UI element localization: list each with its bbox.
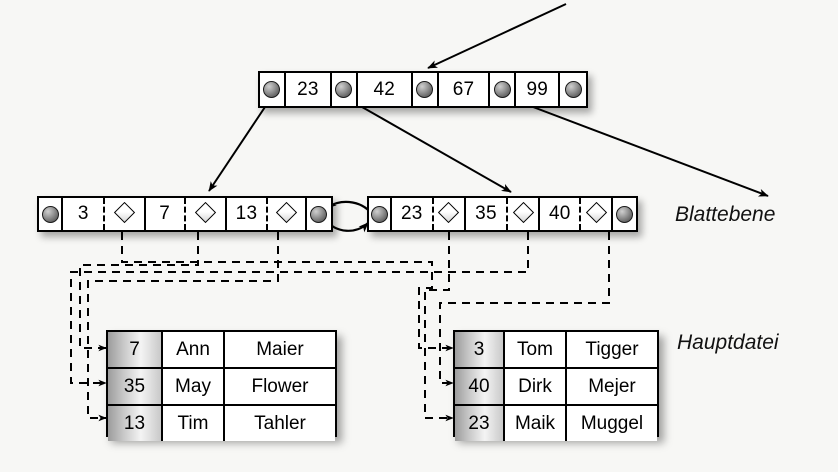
record-key: 7	[108, 332, 163, 367]
leaf-left-next-pointer[interactable]	[306, 198, 331, 230]
arrow-root-to-offpage-right	[511, 98, 769, 197]
record-first: May	[163, 369, 225, 404]
leaf-left-key-2: 13	[227, 198, 268, 230]
dashed-route-leaf-right-key40	[439, 232, 610, 387]
leaf-left-record-pointer-1[interactable]	[185, 198, 228, 230]
diamond-pointer-icon	[508, 198, 538, 230]
table-row[interactable]: 13 Tim Tahler	[108, 406, 335, 441]
leaf-right-record-pointer-1[interactable]	[508, 198, 541, 230]
diamond-pointer-icon	[186, 198, 226, 230]
root-key-0: 23	[285, 73, 332, 106]
leaf-left-record-pointer-2[interactable]	[267, 198, 307, 230]
record-key: 40	[455, 369, 505, 404]
table-row[interactable]: 40 Dirk Mejer	[455, 369, 657, 406]
sphere-pointer-icon	[335, 81, 353, 98]
leaf-right-key-1: 35	[465, 198, 509, 230]
leaf-left-record-pointer-0[interactable]	[105, 198, 146, 230]
root-pointer-4[interactable]	[560, 73, 586, 106]
record-key: 23	[455, 406, 505, 441]
record-key: 35	[108, 369, 163, 404]
diamond-pointer-icon	[105, 198, 144, 230]
leaf-left-prev-pointer[interactable]	[39, 198, 64, 230]
leaf-right-prev-pointer[interactable]	[369, 198, 393, 230]
sphere-pointer-icon	[310, 205, 328, 223]
root-pointer-0[interactable]	[260, 73, 286, 106]
root-pointer-1[interactable]	[331, 73, 358, 106]
leaf-node-left[interactable]: 3 7 13	[37, 196, 333, 232]
root-node[interactable]: 23 42 67 99	[258, 71, 588, 108]
leaf-node-right[interactable]: 23 35 40	[367, 196, 638, 232]
leaf-left-key-1: 7	[145, 198, 186, 230]
arrow-into-root	[427, 3, 567, 69]
dashed-route-leaf-right-key23	[424, 232, 454, 422]
record-last: Mejer	[567, 369, 657, 404]
record-last: Tigger	[567, 332, 657, 367]
record-first: Tom	[505, 332, 567, 367]
sphere-pointer-icon	[41, 205, 59, 223]
record-first: Dirk	[505, 369, 567, 404]
leaf-right-key-0: 23	[392, 198, 434, 230]
root-key-1: 42	[357, 73, 413, 106]
leaf-right-next-pointer[interactable]	[613, 198, 637, 230]
leaf-right-key-2: 40	[540, 198, 582, 230]
sphere-pointer-icon	[263, 81, 281, 98]
label-blattebene: Blattebene	[675, 203, 776, 226]
leaf-left-key-0: 3	[63, 198, 106, 230]
dashed-route-leaf-left-key3	[121, 232, 454, 352]
table-row[interactable]: 7 Ann Maier	[108, 332, 335, 369]
main-file-table-right[interactable]: 3 Tom Tigger 40 Dirk Mejer 23 Maik Mugge…	[453, 330, 659, 441]
table-row[interactable]: 35 May Flower	[108, 369, 335, 406]
sphere-pointer-icon	[371, 205, 388, 223]
diamond-pointer-icon	[434, 198, 464, 230]
record-first: Maik	[505, 406, 567, 441]
diamond-pointer-icon	[581, 198, 611, 230]
root-key-2: 67	[438, 73, 491, 106]
label-hauptdatei: Hauptdatei	[677, 331, 779, 354]
table-row[interactable]: 23 Maik Muggel	[455, 406, 657, 441]
arrow-root-to-leaf-right	[347, 98, 512, 193]
record-last: Muggel	[567, 406, 657, 441]
sphere-pointer-icon	[564, 81, 582, 98]
root-pointer-2[interactable]	[412, 73, 439, 106]
dashed-route-leaf-right-key35	[70, 232, 529, 387]
main-file-table-left[interactable]: 7 Ann Maier 35 May Flower 13 Tim Tahler	[106, 330, 337, 441]
dashed-route-leaf-left-key7	[79, 232, 199, 352]
sphere-pointer-icon	[416, 81, 434, 98]
table-row[interactable]: 3 Tom Tigger	[455, 332, 657, 369]
arrow-root-to-leaf-left	[208, 97, 272, 192]
root-pointer-3[interactable]	[490, 73, 517, 106]
sphere-pointer-icon	[616, 205, 634, 223]
root-key-3: 99	[516, 73, 561, 106]
dashed-route-leaf-left-key13	[87, 232, 279, 422]
record-first: Tim	[163, 406, 225, 441]
record-last: Flower	[225, 369, 335, 404]
diamond-pointer-icon	[268, 198, 305, 230]
leaf-right-record-pointer-0[interactable]	[433, 198, 466, 230]
arrow-leaf-right-to-left	[326, 199, 373, 215]
record-key: 13	[108, 406, 163, 441]
leaf-right-record-pointer-2[interactable]	[581, 198, 614, 230]
record-last: Maier	[225, 332, 335, 367]
record-key: 3	[455, 332, 505, 367]
sphere-pointer-icon	[493, 81, 511, 98]
record-last: Tahler	[225, 406, 335, 441]
record-first: Ann	[163, 332, 225, 367]
